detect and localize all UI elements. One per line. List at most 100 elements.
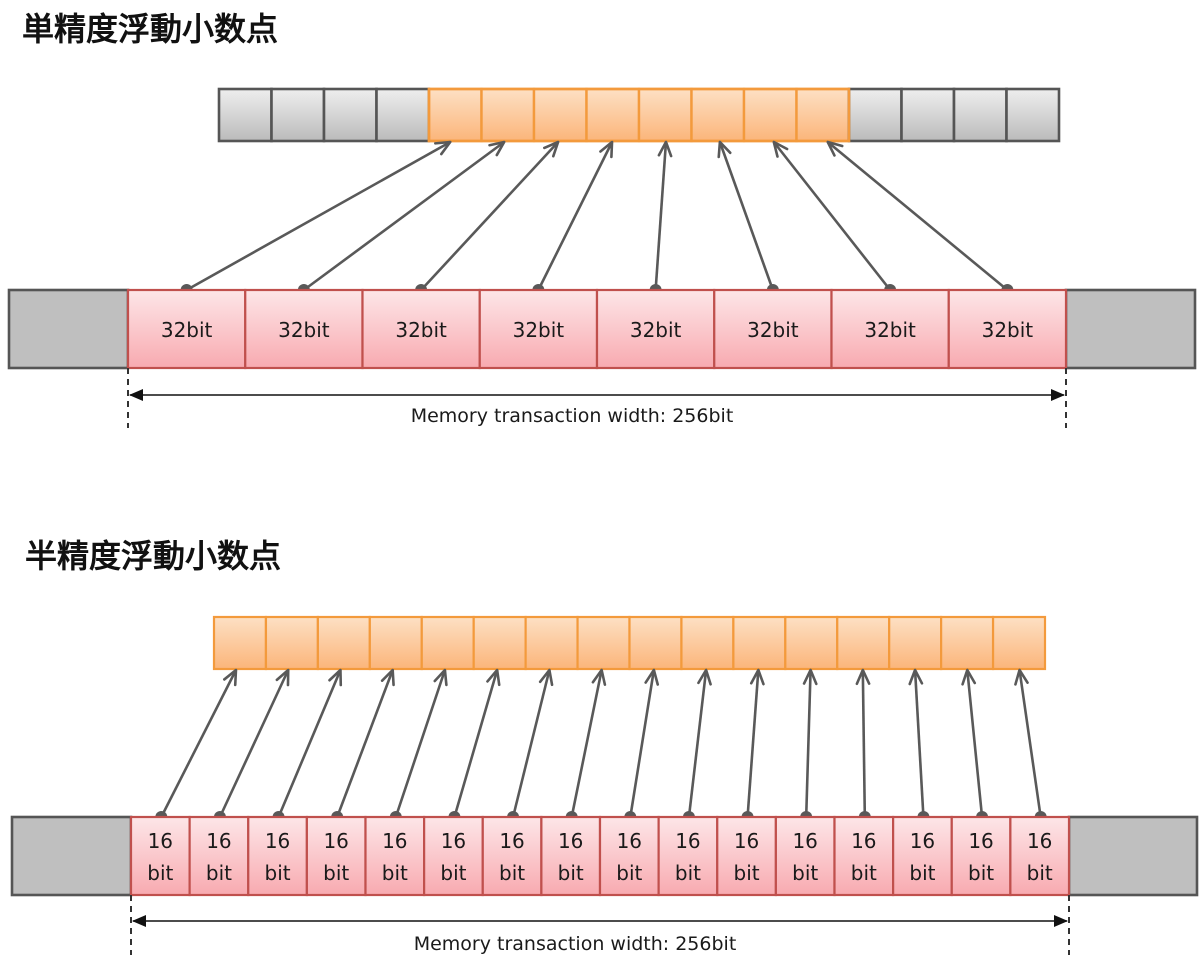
memory-element	[598, 815, 660, 897]
half-arrow	[155, 668, 238, 823]
half-arrow	[272, 668, 343, 823]
half-arrow	[908, 668, 930, 823]
memory-element-label: 32bit	[982, 318, 1034, 342]
memory-element-label-line1: 16	[382, 829, 407, 853]
single-precision-title: 単精度浮動小数点	[22, 10, 278, 48]
memory-element-label-line1: 16	[206, 829, 231, 853]
half-arrow	[389, 668, 448, 823]
register-lane-highlight	[991, 615, 1047, 671]
register-lane-highlight	[628, 615, 683, 671]
memory-element-label-line1: 16	[265, 829, 290, 853]
memory-element	[364, 815, 426, 897]
single-arrow	[649, 140, 673, 296]
single-arrows	[180, 140, 1014, 296]
register-lane-highlight	[795, 87, 851, 143]
memory-padding-right	[1064, 288, 1197, 370]
memory-element	[129, 815, 191, 897]
memory-element-label-line2: bit	[616, 861, 642, 885]
memory-element	[657, 815, 719, 897]
memory-element-label-line1: 16	[734, 829, 759, 853]
half-arrow	[961, 668, 989, 823]
single-width-arrow	[129, 389, 1065, 401]
memory-element-label-line1: 16	[617, 829, 642, 853]
memory-element	[950, 815, 1012, 897]
memory-padding-left	[7, 288, 130, 370]
memory-element	[713, 288, 833, 370]
memory-element-label: 32bit	[747, 318, 799, 342]
memory-element-label-line1: 16	[1027, 829, 1052, 853]
register-lane-highlight	[427, 87, 483, 143]
memory-element-label-line2: bit	[792, 861, 818, 885]
register-lane-highlight	[742, 87, 798, 143]
memory-element-label: 32bit	[513, 318, 565, 342]
register-lane-highlight	[524, 615, 579, 671]
half-width-indicator	[130, 895, 1070, 955]
register-lane-highlight	[264, 615, 319, 671]
register-lane	[952, 87, 1008, 143]
memory-element-label: 32bit	[278, 318, 330, 342]
register-lane-highlight	[888, 615, 943, 671]
memory-element	[188, 815, 250, 897]
register-lane-highlight	[690, 87, 746, 143]
memory-element-label-line2: bit	[909, 861, 935, 885]
memory-element	[1009, 815, 1071, 897]
memory-element-label-line2: bit	[323, 861, 349, 885]
memory-element-label-line2: bit	[499, 861, 525, 885]
half-arrow	[855, 668, 871, 823]
memory-element-label-line1: 16	[558, 829, 583, 853]
memory-padding-right	[1067, 815, 1199, 897]
memory-element	[481, 815, 543, 897]
register-lane	[900, 87, 956, 143]
register-lane-highlight	[585, 87, 641, 143]
memory-element-label-line1: 16	[851, 829, 876, 853]
register-lane-highlight	[680, 615, 735, 671]
half-arrow	[565, 668, 607, 823]
memory-element	[361, 288, 481, 370]
register-lane-highlight	[940, 615, 995, 671]
memory-element-label: 32bit	[395, 318, 447, 342]
memory-element-label-line2: bit	[147, 861, 173, 885]
register-lane	[375, 87, 431, 143]
memory-element-label-line1: 16	[323, 829, 348, 853]
memory-element-label-line2: bit	[558, 861, 584, 885]
memory-element	[478, 288, 599, 370]
register-lane	[217, 87, 273, 143]
memory-element-label-line2: bit	[675, 861, 701, 885]
memory-element-label-line2: bit	[851, 861, 877, 885]
half-width-arrow	[132, 915, 1068, 927]
half-precision-title: 半精度浮動小数点	[25, 537, 281, 575]
half-width-label: Memory transaction width: 256bit	[414, 933, 737, 955]
memory-element	[595, 288, 716, 370]
memory-element-label-line1: 16	[675, 829, 700, 853]
half-arrow	[507, 668, 554, 823]
register-lane-highlight	[784, 615, 839, 671]
register-lane-highlight	[637, 87, 693, 143]
register-lane-highlight	[316, 615, 371, 671]
memory-element-label-line1: 16	[148, 829, 173, 853]
memory-element	[247, 815, 308, 897]
register-lane-highlight	[576, 615, 631, 671]
memory-element	[947, 288, 1068, 370]
memory-element-label-line1: 16	[792, 829, 817, 853]
memory-element-label-line2: bit	[440, 861, 466, 885]
register-lane-highlight	[472, 615, 527, 671]
memory-element	[830, 288, 950, 370]
half-arrow	[800, 668, 818, 823]
memory-element-label-line2: bit	[968, 861, 994, 885]
memory-element-label-line2: bit	[734, 861, 760, 885]
register-lane-highlight	[836, 615, 891, 671]
single-arrow	[826, 140, 1014, 296]
register-lane	[1005, 87, 1061, 143]
half-arrow	[448, 668, 501, 823]
single-register-row	[217, 87, 1061, 143]
memory-element-label-line2: bit	[1027, 861, 1053, 885]
half-register-row	[212, 615, 1047, 671]
half-precision-section: 半精度浮動小数点 16 bit 16 bit 16 bit 16 bit 16 bit 16 bit 1…	[10, 537, 1199, 955]
memory-element-label-line1: 16	[968, 829, 993, 853]
memory-element-label: 32bit	[864, 318, 916, 342]
single-width-label: Memory transaction width: 256bit	[411, 405, 734, 427]
memory-element	[774, 815, 836, 897]
